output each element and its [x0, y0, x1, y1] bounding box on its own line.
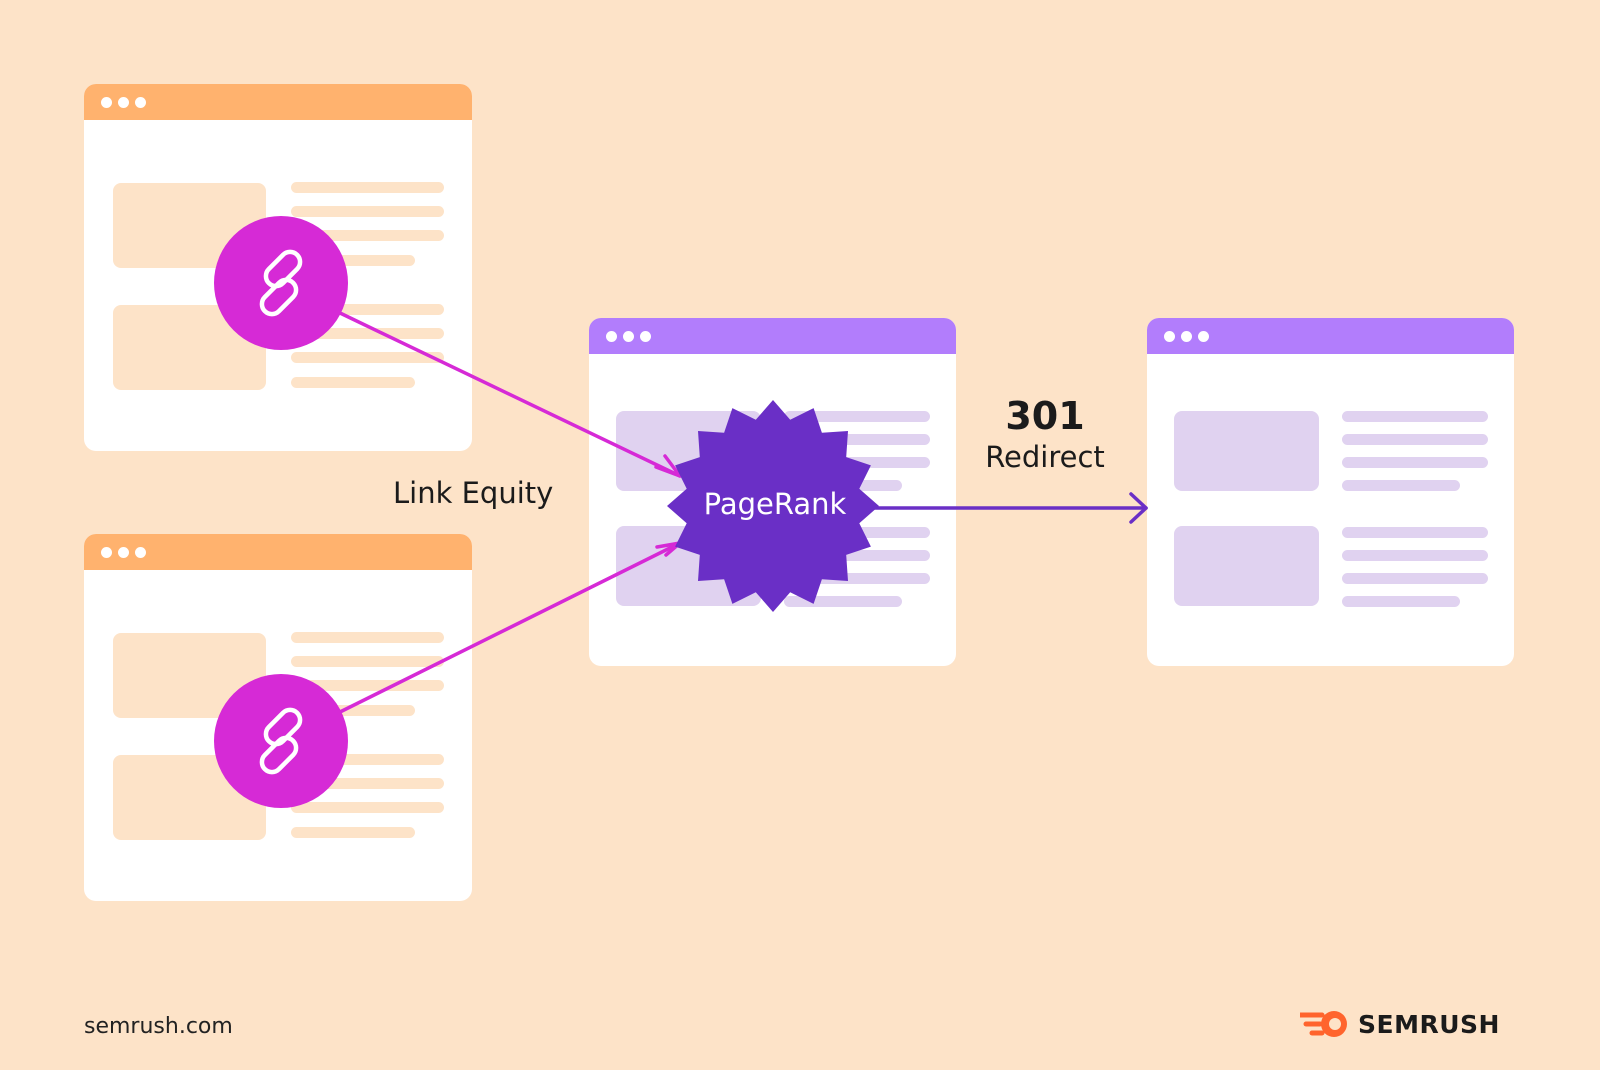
text-line [784, 411, 930, 422]
link-chain-icon [259, 249, 303, 317]
content-block [1174, 526, 1319, 606]
window-dot [606, 331, 617, 342]
text-line [291, 705, 415, 716]
browser-titlebar [84, 84, 472, 120]
text-line [291, 230, 444, 241]
text-line [1342, 596, 1460, 607]
text-line [291, 778, 444, 789]
text-line [291, 377, 415, 388]
text-line [291, 182, 444, 193]
text-line [1342, 550, 1488, 561]
window-dot [135, 97, 146, 108]
link-equity-arrow-top [338, 311, 682, 478]
link-equity-arrow-bottom [338, 541, 682, 714]
window-dot [1164, 331, 1175, 342]
text-line [784, 573, 930, 584]
text-line [291, 656, 444, 667]
redirect-code-label: 301 [1005, 394, 1085, 438]
text-line [291, 328, 444, 339]
arrowhead [1129, 492, 1148, 524]
browser-titlebar [589, 318, 956, 354]
semrush-comet-icon [1300, 1011, 1347, 1037]
browser-titlebar [1147, 318, 1514, 354]
link-equity-label: Link Equity [393, 476, 554, 510]
text-line [291, 352, 444, 363]
arrowhead [654, 454, 682, 478]
text-line [1342, 434, 1488, 445]
target-page [1147, 318, 1514, 666]
source-page-bottom [84, 534, 472, 901]
text-line [1342, 457, 1488, 468]
window-dot [640, 331, 651, 342]
text-line [291, 206, 444, 217]
text-line [1342, 573, 1488, 584]
text-line [784, 550, 930, 561]
text-line [291, 802, 444, 813]
text-line [291, 632, 444, 643]
text-line [291, 304, 444, 315]
text-line [291, 255, 415, 266]
text-line [1342, 527, 1488, 538]
window-dot [101, 547, 112, 558]
browser-titlebar [84, 534, 472, 570]
window-dot [118, 547, 129, 558]
text-line [291, 754, 444, 765]
window-dot [1181, 331, 1192, 342]
brand-logo: SEMRUSH [1300, 1009, 1500, 1039]
window-dot [118, 97, 129, 108]
content-block [1174, 411, 1319, 491]
text-line [1342, 480, 1460, 491]
link-badge-bottom [214, 674, 348, 808]
redirect-label: Redirect [985, 440, 1105, 474]
pagerank-label: PageRank [703, 487, 847, 521]
source-page-top [84, 84, 472, 451]
text-line [784, 434, 930, 445]
window-dot [1198, 331, 1209, 342]
pagerank-badge [667, 400, 879, 612]
window-dot [623, 331, 634, 342]
footer-url: semrush.com [84, 1014, 233, 1039]
text-line [291, 680, 444, 691]
brand-name: SEMRUSH [1358, 1009, 1500, 1039]
link-chain-icon [259, 707, 303, 775]
text-line [1342, 411, 1488, 422]
text-line [291, 827, 415, 838]
window-dot [101, 97, 112, 108]
text-line [784, 596, 902, 607]
link-badge-top [214, 216, 348, 350]
window-dot [135, 547, 146, 558]
